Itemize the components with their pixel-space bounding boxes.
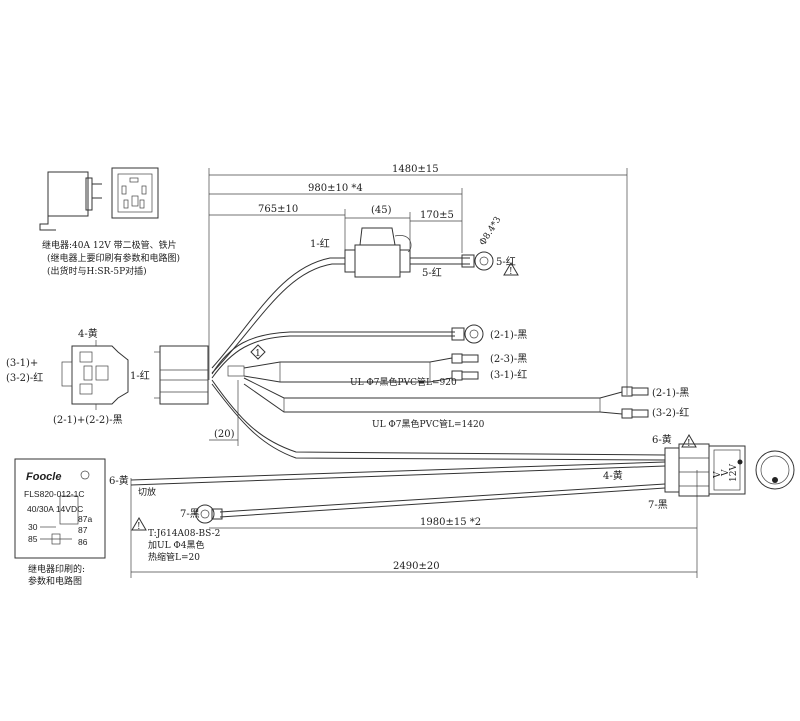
warning-mark-3: ! xyxy=(137,522,141,532)
label-6-yellow-left: 6-黄 xyxy=(109,474,129,487)
spade-terminals-1420 xyxy=(621,386,649,419)
relay-pin-85: 85 xyxy=(28,534,38,544)
relay-socket-side xyxy=(154,345,245,405)
dim-45: (45) xyxy=(371,205,392,216)
label-cut: 切放 xyxy=(138,486,156,498)
warning-triangle-icon xyxy=(503,262,519,276)
relay-brand: Foocle xyxy=(26,471,61,483)
dim-980: 980±10 *4 xyxy=(308,183,363,194)
label-3-1-plus: (3-1)+ xyxy=(6,358,38,369)
ring-terminal-2-1-black xyxy=(451,324,484,344)
label-6-yellow-right: 6-黄 xyxy=(652,433,672,446)
label-5-red-ring: 5-红 xyxy=(496,255,516,268)
dim-2490: 2490±20 xyxy=(393,561,440,572)
label-2-1-black: (2-1)-黑 xyxy=(490,329,527,341)
dimension-lines xyxy=(130,168,698,578)
diamond-mark: 1 xyxy=(255,349,261,359)
relay-note-line1: 继电器:40A 12V 带二极管、铁片 xyxy=(42,239,177,251)
warning-mark-2: ! xyxy=(687,439,691,449)
terminal-note-line2: 加UL Φ4黑色 xyxy=(148,539,205,551)
dim-765: 765±10 xyxy=(258,204,298,215)
ring-terminal-7-black xyxy=(195,504,223,524)
label-4-yellow: 4-黄 xyxy=(78,327,98,340)
label-3-2-red: (3-2)-红 xyxy=(6,371,43,384)
relay-note-line2: (继电器上要印刷有参数和电路图) xyxy=(47,252,180,264)
warning-triangle-icon xyxy=(681,434,697,448)
label-3-1-red: (3-1)-红 xyxy=(490,368,527,381)
relay-note-line3: (出货时与H:SR-5P对插) xyxy=(47,265,147,277)
spade-terminals-920 xyxy=(451,353,479,381)
relay-pin-86: 86 xyxy=(78,537,88,547)
dim-20: (20) xyxy=(214,429,235,440)
label-7-black-left: 7-黑 xyxy=(180,508,200,520)
dim-170: 170±5 xyxy=(420,210,454,221)
dim-ring-diameter: Φ8.4*3 xyxy=(478,215,504,248)
relay-pin-87: 87 xyxy=(78,525,88,535)
dim-1480: 1480±15 xyxy=(392,164,439,175)
relay-label-caption1: 继电器印刷的: xyxy=(28,563,85,575)
label-1-red: 1-红 xyxy=(310,237,330,250)
terminal-note-line3: 热缩管L=20 xyxy=(148,551,200,563)
relay-picture xyxy=(39,167,159,231)
label-2-1-black-right: (2-1)-黑 xyxy=(652,387,689,399)
relay-socket-front xyxy=(61,340,129,410)
relay-pin-30: 30 xyxy=(28,522,38,532)
sleeve-920-label: UL Φ7黑色PVC管L=920 xyxy=(350,376,457,388)
relay-label-box xyxy=(14,458,106,559)
relay-label-caption2: 参数和电路图 xyxy=(28,575,82,587)
label-7-black-right: 7-黑 xyxy=(648,499,668,511)
diamond-marker-icon xyxy=(250,344,266,360)
terminal-note-line1: T:J614A08-BS-2 xyxy=(148,529,220,539)
fuse-holder xyxy=(344,227,412,278)
dim-1980: 1980±15 *2 xyxy=(420,517,481,528)
label-1-red-left: 1-红 xyxy=(130,369,150,382)
wires xyxy=(130,257,666,518)
rocker-switch xyxy=(664,443,795,497)
relay-pin-87a: 87a xyxy=(78,514,92,524)
label-4-yellow-right: 4-黄 xyxy=(603,469,623,482)
switch-marking-a: V xyxy=(713,471,723,479)
warning-mark-1: ! xyxy=(509,267,513,277)
warning-triangle-icon xyxy=(131,517,147,531)
label-2-1-2-2-black: (2-1)+(2-2)-黑 xyxy=(53,414,123,426)
switch-marking-c: 12V xyxy=(729,464,739,482)
ring-terminal-5-red xyxy=(461,251,494,271)
label-5-red-fuse: 5-红 xyxy=(422,266,442,279)
label-2-3-black: (2-3)-黑 xyxy=(490,353,527,365)
relay-model: FLS820-012-1C xyxy=(24,489,84,499)
sleeve-1420-label: UL Φ7黑色PVC管L=1420 xyxy=(372,418,485,430)
label-3-2-red-right: (3-2)-红 xyxy=(652,406,689,419)
switch-marking-b: V xyxy=(721,469,731,477)
relay-rating: 40/30A 14VDC xyxy=(27,504,83,514)
